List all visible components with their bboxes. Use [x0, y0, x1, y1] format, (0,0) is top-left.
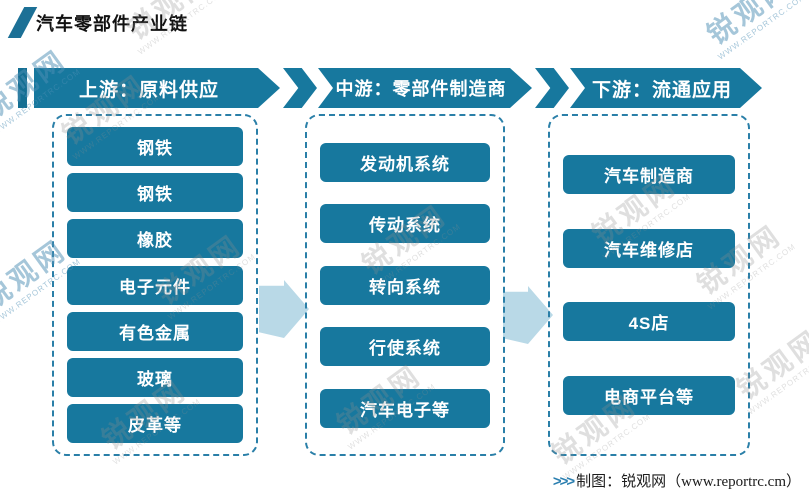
- chain-item: 汽车制造商: [563, 154, 735, 194]
- page-title: 汽车零部件产业链: [36, 14, 188, 34]
- chain-item: 有色金属: [67, 311, 243, 351]
- upstream-panel: 钢铁 钢铁 橡胶 电子元件 有色金属 玻璃 皮革等: [52, 114, 258, 456]
- chevron-separator-icon: [535, 68, 569, 108]
- chain-item: 传动系统: [320, 204, 490, 243]
- chain-item: 行使系统: [320, 327, 490, 366]
- watermark-brand: 锐观网: [701, 0, 798, 51]
- chain-item: 钢铁: [67, 173, 243, 213]
- header-upstream: 上游：原料供应: [34, 68, 280, 108]
- chain-item: 电商平台等: [563, 376, 735, 416]
- credit-text: 制图：锐观网（www.reportrc.cm）: [576, 474, 801, 490]
- chain-item: 钢铁: [67, 127, 243, 167]
- watermark: 锐观网 WWW.REPORTRC.COM: [699, 0, 808, 61]
- credit-line: >>>制图：锐观网（www.reportrc.cm）: [553, 470, 801, 491]
- chevron-marks-icon: >>>: [552, 473, 575, 490]
- chain-item: 玻璃: [67, 357, 243, 397]
- chain-item: 汽车电子等: [320, 388, 490, 428]
- chevron-separator-icon: [283, 68, 317, 108]
- header-midstream: 中游：零部件制造商: [318, 68, 532, 108]
- chain-item: 橡胶: [67, 219, 243, 259]
- watermark-site: WWW.REPORTRC.COM: [716, 0, 808, 62]
- chain-item: 转向系统: [320, 265, 490, 305]
- chain-item: 汽车维修店: [563, 228, 735, 268]
- chain-item: 皮革等: [67, 403, 243, 443]
- chain-item: 发动机系统: [320, 142, 490, 182]
- flow-arrow-icon: [259, 280, 309, 338]
- flow-arrow-icon: [503, 286, 553, 344]
- midstream-panel: 发动机系统 传动系统 转向系统 行使系统 汽车电子等: [305, 114, 505, 456]
- chain-item: 4S店: [563, 302, 735, 342]
- header-accent-bar: [18, 68, 27, 108]
- title-slash-icon: [7, 7, 38, 38]
- watermark-site: WWW.REPORTRC.COM: [746, 346, 809, 417]
- chain-item: 电子元件: [67, 265, 243, 305]
- downstream-panel: 汽车制造商 汽车维修店 4S店 电商平台等: [548, 114, 750, 456]
- header-downstream: 下游：流通应用: [570, 68, 762, 108]
